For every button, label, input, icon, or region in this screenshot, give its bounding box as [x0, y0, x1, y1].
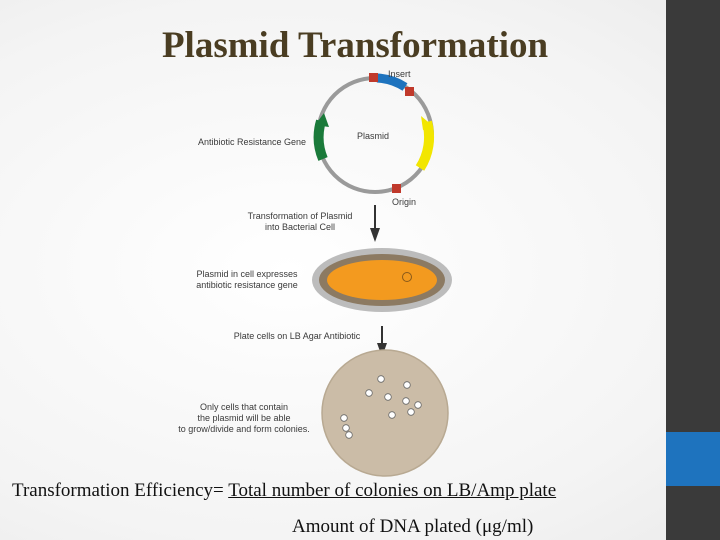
step1-line2: into Bacterial Cell — [265, 222, 335, 232]
step1-line1: Transformation of Plasmid — [248, 211, 353, 221]
insert-segment — [376, 73, 408, 91]
colony — [345, 431, 353, 439]
arrow-1-head — [370, 228, 380, 242]
formula-lhs: Transformation Efficiency= — [12, 480, 224, 501]
insert-marker-left — [369, 73, 378, 82]
colony — [414, 401, 422, 409]
insert-marker-right — [405, 87, 414, 96]
colony — [403, 381, 411, 389]
slide-title: Plasmid Transformation — [161, 25, 549, 66]
efficiency-formula-numerator-line: Transformation Efficiency= Total number … — [12, 480, 556, 502]
cell-label-line1: Plasmid in cell expresses — [196, 269, 298, 279]
colony — [384, 393, 392, 401]
cell-label-line2: antibiotic resistance gene — [196, 280, 298, 290]
colony — [342, 424, 350, 432]
colony — [340, 414, 348, 422]
step2-label: Plate cells on LB Agar Antibiotic — [234, 331, 361, 341]
colony — [407, 408, 415, 416]
plate-label-line2: the plasmid will be able — [197, 413, 290, 423]
origin-marker — [392, 184, 401, 193]
colony — [388, 411, 396, 419]
plate-label-line3: to grow/divide and form colonies. — [178, 424, 310, 434]
resistance-gene-arrowhead — [315, 113, 329, 127]
insert-label: Insert — [388, 69, 411, 79]
agar-plate — [321, 349, 449, 477]
cell-cytoplasm — [327, 260, 437, 300]
colony — [365, 389, 373, 397]
yellow-gene-arrowhead — [421, 116, 433, 130]
colony — [402, 397, 410, 405]
formula-denominator: Amount of DNA plated (μg/ml) — [292, 516, 534, 537]
cell-plasmid-dot — [402, 272, 412, 282]
sidebar-accent-block — [666, 432, 720, 486]
colonies — [340, 375, 422, 439]
formula-numerator: Total number of colonies on LB/Amp plate — [228, 480, 557, 501]
origin-label: Origin — [392, 197, 416, 207]
resistance-gene-label: Antibiotic Resistance Gene — [198, 137, 306, 147]
plasmid-label: Plasmid — [357, 131, 389, 141]
plate-label-line1: Only cells that contain — [200, 402, 288, 412]
resistance-gene-segment — [313, 119, 328, 161]
colony — [377, 375, 385, 383]
